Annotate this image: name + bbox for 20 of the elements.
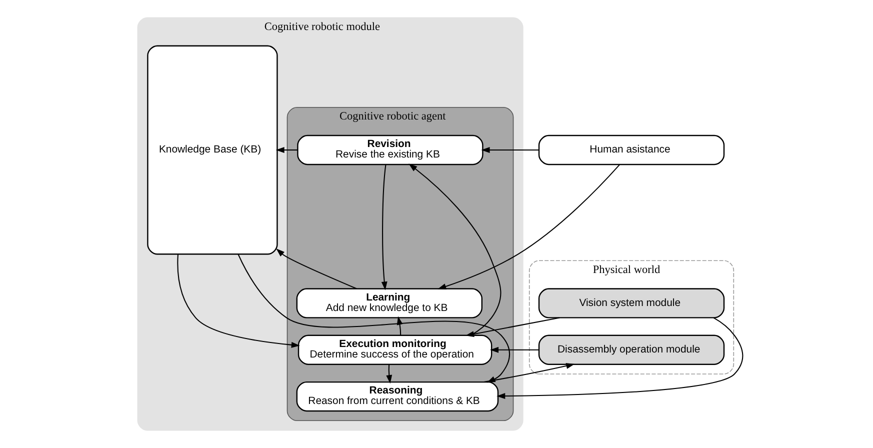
arrow [480,147,538,153]
arrow [386,364,392,384]
arrow [489,346,538,353]
arrow [275,147,298,153]
arrow [408,164,501,336]
node-box: Revision Revise the existing KB [296,134,483,166]
arrow [176,254,300,348]
node-box: Execution monitoring Determine success of the operation [297,334,492,365]
arrow [464,317,560,337]
node-box: Disassembly operation module [538,334,724,365]
arrow [396,316,402,336]
node-box: Vision system module [538,288,724,318]
arrow [276,248,356,290]
arrow [380,164,387,290]
arrow [496,317,743,399]
arrow [437,164,620,290]
node-box: Learning Add new knowledge to KB [296,288,482,318]
node-box: Human asistance [538,134,724,166]
node-box: Knowledge Base (KB) [146,45,278,255]
node-box: Reasoning Reason from current conditions & KB [296,381,498,412]
